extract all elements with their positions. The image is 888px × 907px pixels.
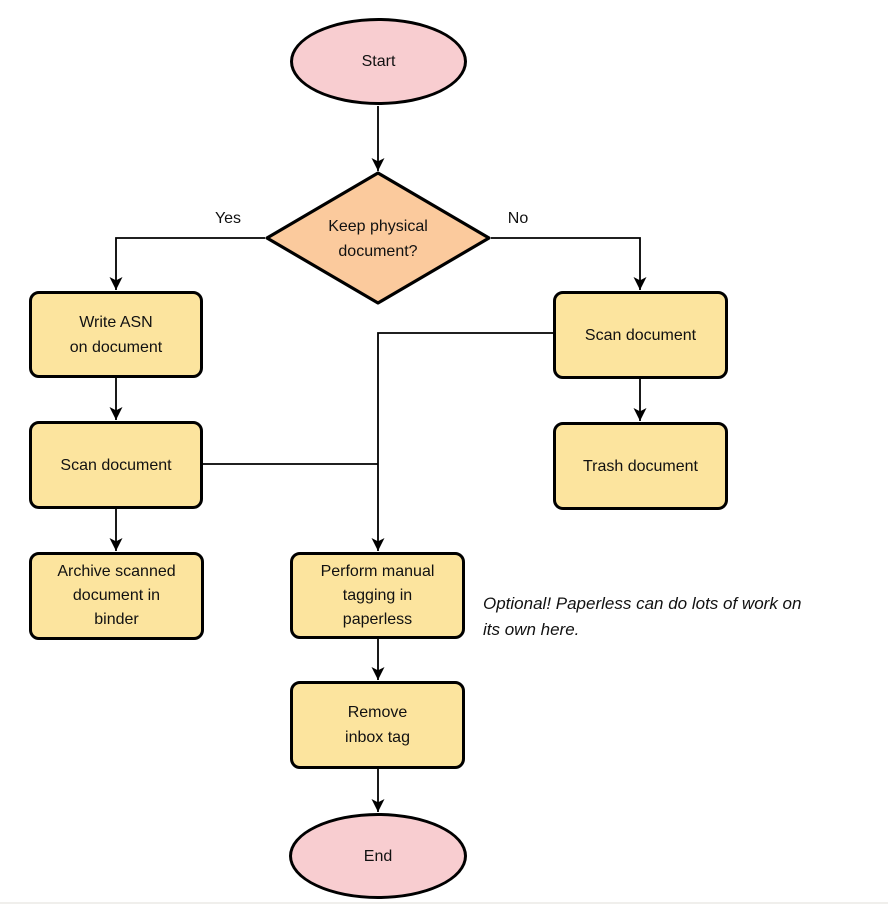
edge-decision-yes-to-write-asn	[109, 237, 265, 290]
node-write-asn: Write ASN on document	[29, 291, 203, 378]
edge-scan-right-to-tagging	[371, 332, 553, 551]
edge-label-no: No	[507, 210, 529, 227]
page-bottom-border	[0, 902, 888, 904]
node-scan-document-right: Scan document	[553, 291, 728, 379]
node-trash-document-label: Trash document	[582, 457, 698, 475]
edge-decision-no-to-scan-right	[491, 237, 647, 290]
node-decision-label: Keep physical document?	[328, 217, 428, 260]
node-start-label: Start	[361, 53, 396, 70]
decision-diamond-shape	[265, 171, 491, 305]
node-scan-document-left: Scan document	[29, 421, 203, 509]
node-write-asn-label: Write ASN on document	[69, 313, 163, 356]
node-end: End	[289, 813, 467, 899]
node-remove-inbox-tag: Remove inbox tag	[290, 681, 465, 769]
node-archive-scanned-document-label: Archive scanned document in binder	[57, 563, 176, 628]
node-decision: Keep physical document?	[268, 173, 488, 304]
node-start: Start	[290, 18, 467, 105]
node-scan-document-left-label: Scan document	[60, 456, 172, 474]
node-archive-scanned-document: Archive scanned document in binder	[29, 552, 204, 640]
node-scan-document-right-label: Scan document	[584, 326, 697, 344]
node-manual-tagging-label: Perform manual tagging in paperless	[320, 562, 435, 628]
node-manual-tagging: Perform manual tagging in paperless	[290, 552, 465, 639]
optional-annotation: Optional! Paperless can do lots of work …	[483, 594, 802, 639]
node-remove-inbox-tag-label: Remove inbox tag	[345, 704, 410, 746]
node-end-label: End	[363, 847, 393, 865]
node-trash-document: Trash document	[553, 422, 728, 510]
edge-label-yes: Yes	[214, 210, 242, 227]
